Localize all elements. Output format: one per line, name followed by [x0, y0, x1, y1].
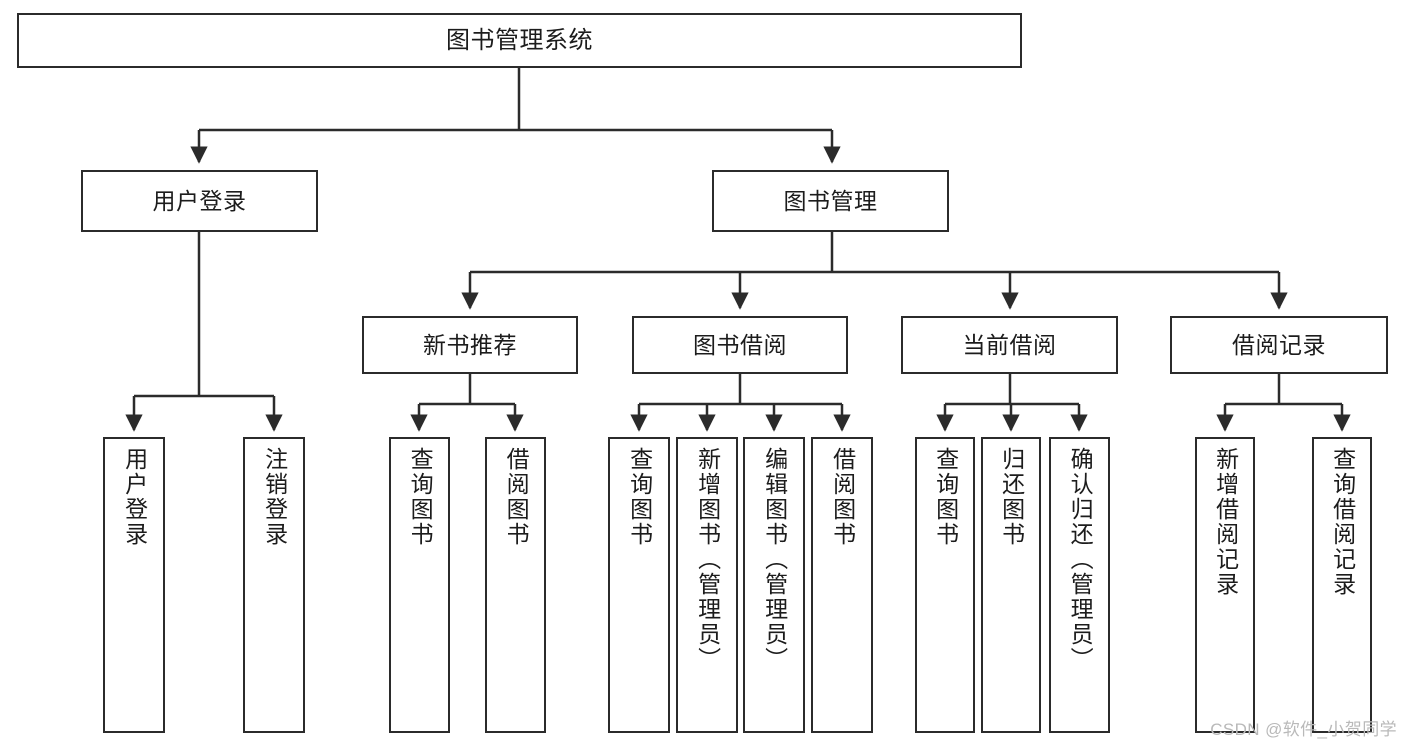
- node-label: 查询借阅记录: [1329, 447, 1356, 597]
- node-label: 查询图书: [932, 447, 959, 547]
- node-label: 当前借阅: [962, 331, 1057, 358]
- node-user-login[interactable]: 用户登录: [81, 170, 318, 232]
- node-label: 图书管理系统: [446, 26, 593, 54]
- node-label: 确认归还（管理员）: [1067, 447, 1094, 672]
- node-label: 借阅记录: [1232, 331, 1326, 358]
- leaf-borrow-book-newbook[interactable]: 借阅图书: [485, 437, 546, 733]
- leaf-confirm-return-admin[interactable]: 确认归还（管理员）: [1049, 437, 1110, 733]
- leaf-logout[interactable]: 注销登录: [243, 437, 305, 733]
- node-label: 归还图书: [998, 447, 1025, 547]
- node-label: 编辑图书（管理员）: [761, 447, 788, 672]
- node-label: 注销登录: [261, 447, 288, 547]
- leaf-user-login[interactable]: 用户登录: [103, 437, 165, 733]
- node-borrow-records[interactable]: 借阅记录: [1170, 316, 1388, 374]
- watermark-text: CSDN @软件_小贺同学: [1210, 720, 1397, 739]
- leaf-return-book[interactable]: 归还图书: [981, 437, 1041, 733]
- leaf-borrow-book[interactable]: 借阅图书: [811, 437, 873, 733]
- node-label: 新书推荐: [423, 331, 517, 358]
- leaf-add-book-admin[interactable]: 新增图书（管理员）: [676, 437, 738, 733]
- leaf-query-book-current[interactable]: 查询图书: [915, 437, 975, 733]
- leaf-query-borrow-record[interactable]: 查询借阅记录: [1312, 437, 1372, 733]
- node-new-book-recommend[interactable]: 新书推荐: [362, 316, 578, 374]
- leaf-add-borrow-record[interactable]: 新增借阅记录: [1195, 437, 1255, 733]
- node-root-system[interactable]: 图书管理系统: [17, 13, 1022, 68]
- leaf-query-book-borrow[interactable]: 查询图书: [608, 437, 670, 733]
- node-current-borrow[interactable]: 当前借阅: [901, 316, 1118, 374]
- node-label: 用户登录: [152, 187, 247, 214]
- node-label: 查询图书: [407, 447, 434, 547]
- node-label: 用户登录: [121, 447, 148, 547]
- node-book-borrow[interactable]: 图书借阅: [632, 316, 848, 374]
- leaf-edit-book-admin[interactable]: 编辑图书（管理员）: [743, 437, 805, 733]
- node-label: 借阅图书: [503, 447, 530, 547]
- node-label: 借阅图书: [829, 447, 856, 547]
- node-book-management[interactable]: 图书管理: [712, 170, 949, 232]
- leaf-query-book-newbook[interactable]: 查询图书: [389, 437, 450, 733]
- node-label: 新增图书（管理员）: [694, 447, 721, 672]
- node-label: 图书借阅: [693, 331, 787, 358]
- node-label: 图书管理: [783, 187, 878, 214]
- node-label: 查询图书: [626, 447, 653, 547]
- node-label: 新增借阅记录: [1212, 447, 1239, 597]
